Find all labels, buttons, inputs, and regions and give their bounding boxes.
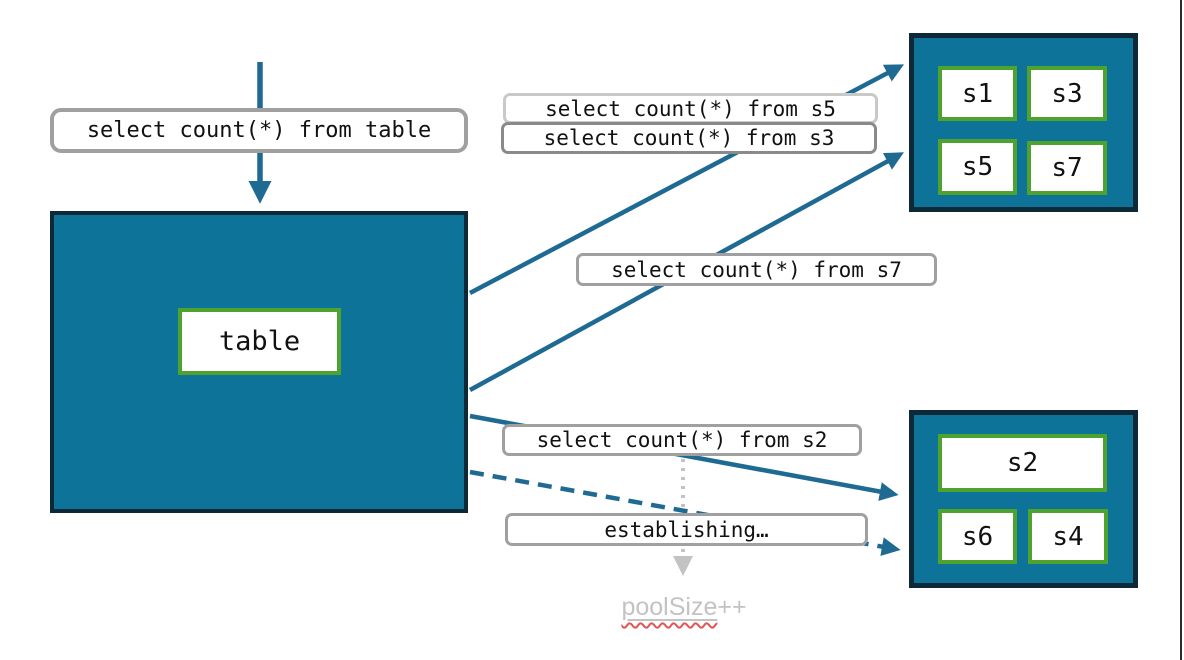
shard-cell-s4: s4 xyxy=(1028,509,1108,564)
query-label-s2-text: select count(*) from s2 xyxy=(536,428,828,452)
arrow-table-to-bottom-shards-dashed xyxy=(469,469,901,556)
query-label-table: select count(*) from table xyxy=(50,108,468,153)
query-label-s3: select count(*) from s3 xyxy=(501,122,877,154)
table-cell-label: table xyxy=(218,326,301,357)
shard-cell-s7: s7 xyxy=(1027,141,1107,195)
main-table-box: table xyxy=(50,211,468,513)
shard-cell-s6: s6 xyxy=(938,509,1017,564)
table-cell: table xyxy=(178,308,341,375)
query-label-s5-text: select count(*) from s5 xyxy=(545,96,836,121)
shard-group-top: s1 s3 s5 s7 xyxy=(909,33,1138,212)
shard-cell-s2: s2 xyxy=(938,434,1107,492)
query-label-s7: select count(*) from s7 xyxy=(576,253,937,286)
slide-edge-line xyxy=(1180,0,1182,660)
shard-cell-s3: s3 xyxy=(1027,66,1107,121)
establishing-label: establishing… xyxy=(505,513,868,546)
shard-cell-s1: s1 xyxy=(938,66,1017,121)
poolsize-note: poolSize++ xyxy=(621,593,746,622)
shard-cell-s4-label: s4 xyxy=(1052,521,1084,552)
query-label-s3-text: select count(*) from s3 xyxy=(543,126,835,150)
query-label-s5: select count(*) from s5 xyxy=(503,93,878,124)
shard-cell-s5: s5 xyxy=(938,139,1017,195)
poolsize-note-suffix: ++ xyxy=(717,593,747,621)
query-label-s7-text: select count(*) from s7 xyxy=(611,257,902,282)
shard-group-bottom: s2 s6 s4 xyxy=(909,410,1138,588)
shard-cell-s6-label: s6 xyxy=(961,521,994,552)
shard-cell-s2-label: s2 xyxy=(1006,448,1039,478)
query-label-table-text: select count(*) from table xyxy=(86,118,432,143)
shard-cell-s7-label: s7 xyxy=(1051,153,1083,183)
shard-cell-s1-label: s1 xyxy=(961,78,994,109)
establishing-label-text: establishing… xyxy=(604,517,769,542)
shard-cell-s3-label: s3 xyxy=(1051,78,1083,109)
query-label-s2: select count(*) from s2 xyxy=(502,424,862,456)
shard-cell-s5-label: s5 xyxy=(961,152,994,182)
poolsize-note-underlined: poolSize xyxy=(621,593,718,621)
